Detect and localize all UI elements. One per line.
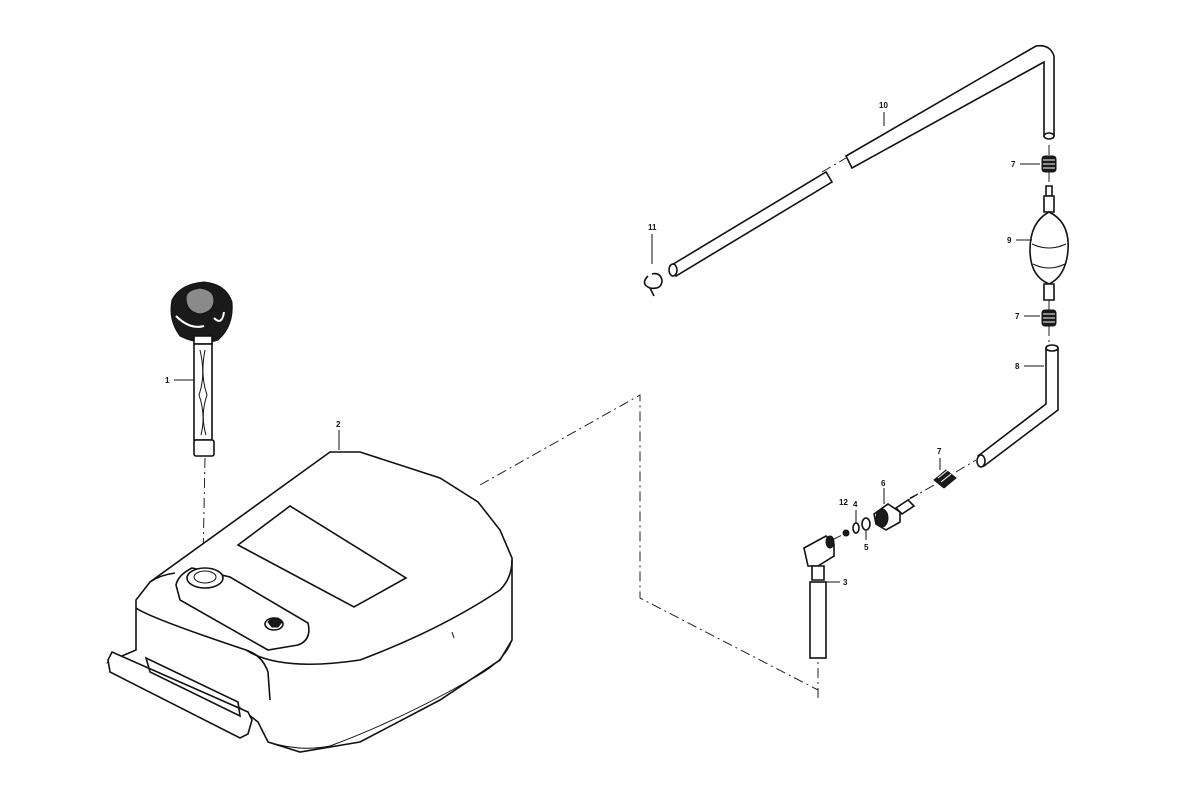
callout-11: 11	[648, 223, 657, 232]
callout-7-lower: 7	[937, 447, 942, 456]
fuel-tank	[106, 451, 513, 753]
primer-bulb	[1029, 185, 1069, 301]
callout-leaders	[174, 112, 1044, 583]
hose-clip	[643, 272, 663, 297]
callout-6: 6	[881, 479, 886, 488]
callout-labels: 1 2 3 4 5 6 7 7 7 8 9 10 11 12	[165, 101, 1020, 587]
callout-2: 2	[336, 420, 341, 429]
fuel-gauge-cap	[170, 281, 233, 457]
hose-clamp-middle	[1041, 309, 1057, 327]
callout-9: 9	[1007, 236, 1012, 245]
callout-3: 3	[843, 578, 848, 587]
hose-clamp-lower	[933, 469, 957, 489]
callout-7-upper: 7	[1011, 160, 1016, 169]
seal-parts	[842, 517, 871, 537]
hose-upper	[668, 44, 1055, 278]
callout-12: 12	[839, 498, 848, 507]
hose-clamp-upper	[1041, 155, 1057, 173]
callout-7-middle: 7	[1015, 312, 1020, 321]
callout-8: 8	[1015, 362, 1020, 371]
hose-lower	[976, 344, 1059, 468]
tank-connector	[873, 493, 919, 531]
callout-4: 4	[853, 500, 858, 509]
callout-1: 1	[165, 376, 170, 385]
callout-10: 10	[879, 101, 888, 110]
pickup-tube-fitting	[803, 535, 835, 659]
callout-5: 5	[864, 543, 869, 552]
